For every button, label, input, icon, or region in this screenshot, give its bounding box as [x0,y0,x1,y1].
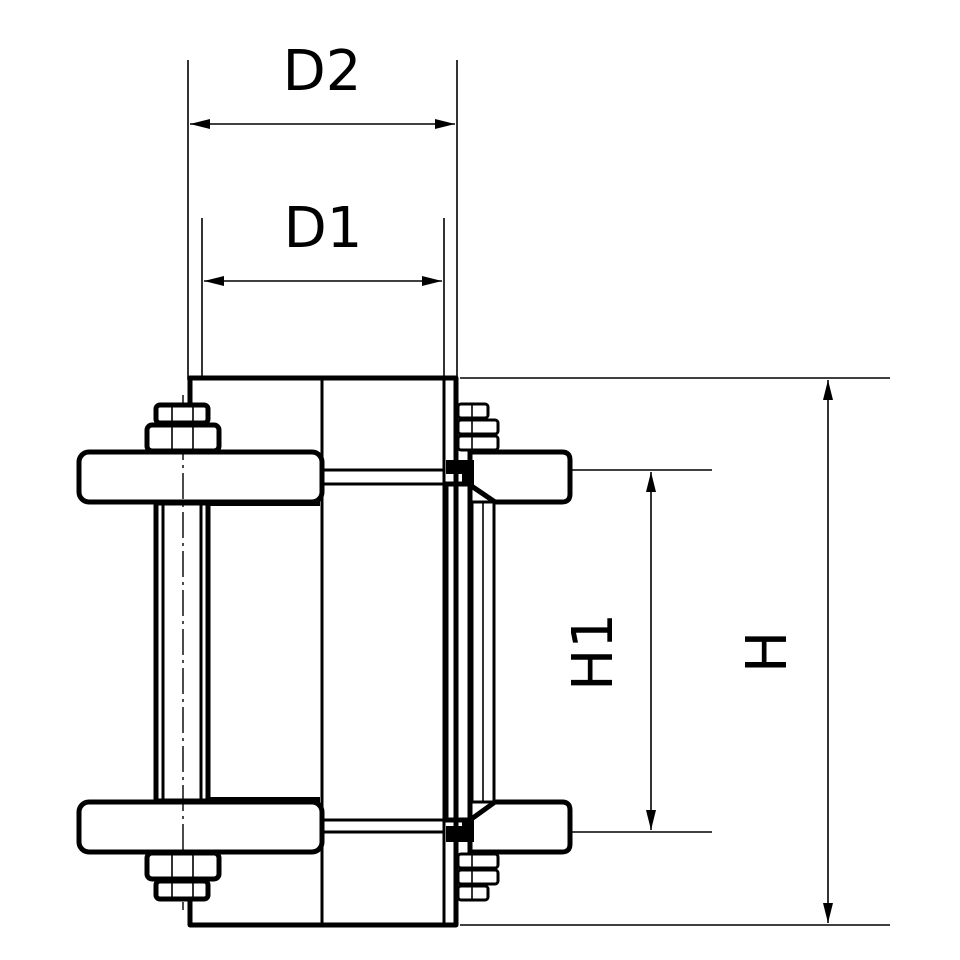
nut-bottom-upper [144,850,222,882]
tie-bolt [153,395,211,910]
nut-r-top-3 [456,434,500,452]
d1-label: D1 [284,196,363,261]
bottom-right-nut [456,852,500,902]
bottom-left-nut [144,850,222,902]
dimension-d2: D2 [187,39,458,380]
h1-label: H1 [561,613,626,691]
seals [446,460,474,842]
dimension-h1: H1 [561,469,712,833]
nut-top-upper [153,402,211,426]
nut-r-top-1 [456,402,490,420]
left-spacer [210,500,320,803]
seal-top [446,460,474,486]
left-flange-bottom [76,799,325,855]
flange-bottom-plate [76,799,325,855]
top-right-nut [456,402,500,452]
flange-top-plate [76,449,325,505]
bolt-shank [153,500,211,804]
glass-section [443,481,473,823]
nut-r-bottom-3 [456,884,490,902]
nut-top-lower [144,422,222,454]
seal-bottom [446,820,474,842]
nut-r-top-2 [456,418,500,436]
left-flange-top [76,449,325,505]
d2-label: D2 [283,39,362,104]
right-flange-top [467,449,573,505]
dimension-d1: D1 [201,196,445,380]
sight-glass [443,481,496,823]
right-flange-bottom [467,799,573,855]
nut-bottom-lower [153,878,211,902]
dimension-h: H [460,377,890,926]
h-label: H [735,631,800,673]
right-flange-top-section [467,449,573,505]
right-flange-bottom-section [467,799,573,855]
nut-r-bottom-1 [456,852,500,870]
nut-r-bottom-2 [456,868,500,886]
top-left-nut [144,402,222,454]
